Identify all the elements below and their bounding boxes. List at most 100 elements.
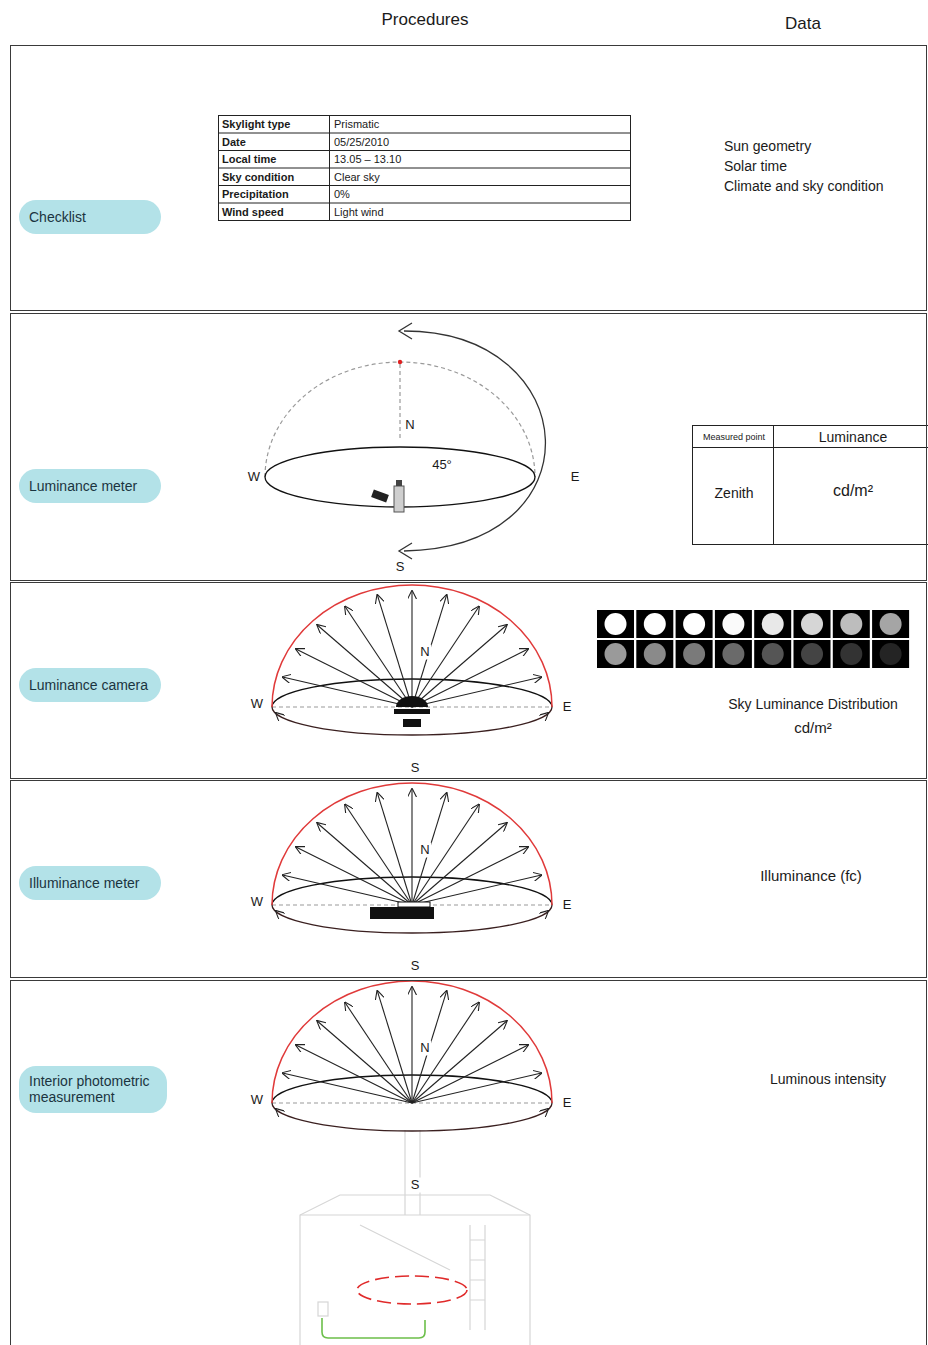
table-cell: Wind speed [222,205,284,218]
procedure-label: Checklist [19,200,161,234]
luminance-sample [833,610,870,638]
data-text: Illuminance (fc) [760,867,862,884]
compass-letter: N [418,1041,431,1056]
compass-letter: W [251,895,263,910]
data-text: Luminous intensity [770,1071,886,1087]
sky-ray [411,987,412,1103]
compass-letter: S [409,1178,422,1193]
sky-ray [412,991,447,1103]
sky-ray [412,607,479,707]
data-text: Climate and sky condition [724,178,884,194]
sky-ray [296,847,412,905]
arrowhead [399,323,412,339]
table-cell: Clear sky [334,170,380,183]
data-text: Zenith [715,485,754,501]
zenith-sweep-figure [265,323,545,559]
procedure-label: Interior photometric measurement [19,1066,167,1113]
sky-dome [272,585,552,707]
procedure-label: Luminance meter [19,469,161,503]
luminance-sample [597,640,634,668]
procedure-name: Luminance camera [29,677,148,693]
luminance-camera-symbol [396,696,428,707]
sky-ray [412,1003,479,1103]
sky-ray [296,1045,412,1103]
zenith-dot [398,360,402,364]
procedure-band: Measured pointLuminanceZenithcd/m²Lumina… [10,313,927,581]
sky-hemisphere [272,981,552,1131]
sky-arc [265,362,535,477]
horizon-front [272,1103,552,1131]
compass-letter: E [563,1096,572,1111]
luminance-sample [872,610,909,638]
zenith-line [399,364,400,440]
luminance-sample [676,640,713,668]
sky-hemisphere [272,585,552,735]
sky-luminance-grid [597,610,909,668]
data-text: Luminance [819,429,888,445]
sky-ray [412,875,541,905]
procedure-band: Luminous intensity Interior photometric m… [10,980,927,1345]
table-cell: 13.05 – 13.10 [334,153,401,166]
procedure-label: Luminance camera [19,668,161,702]
measurement-ring [357,1276,467,1304]
table-cell: Precipitation [222,188,289,201]
luminance-sample [794,610,831,638]
data-text: Sky Luminance Distribution [728,696,898,712]
sky-ray [411,789,412,905]
luminance-camera-symbol [403,719,421,727]
luminance-sample [833,640,870,668]
sky-ray [317,1021,412,1103]
sky-ray [317,823,412,905]
illuminance-sensor [398,902,430,907]
angle-label: 45° [430,458,454,473]
horizon-arrow [412,713,548,735]
sky-ray [345,1003,412,1103]
horizon-arrow [276,713,412,735]
procedure-name: Luminance meter [29,478,137,494]
compass-letter: S [396,560,405,575]
compass-letter: W [251,1093,263,1108]
compass-letter: W [251,697,263,712]
luminance-sample [636,610,673,638]
sky-ray [412,595,447,707]
luminance-sample [676,610,713,638]
luminance-meter-symbol [371,480,404,512]
sky-ray [345,805,412,905]
luminance-sample [754,640,791,668]
luminance-camera-symbol [394,709,430,714]
procedure-band: Sky Luminance Distributioncd/m²Luminance… [10,582,927,779]
sky-ray [377,991,412,1103]
luminance-sample [872,640,909,668]
sky-ray [412,823,507,905]
table-cell: Skylight type [222,118,290,131]
sky-ray [283,1073,412,1103]
luminance-sample [636,640,673,668]
procedure-band: Sun geometrySolar timeClimate and sky co… [10,45,927,311]
compass-letter: W [248,470,260,485]
procedure-label: Illuminance meter [19,866,161,900]
sky-ray [377,595,412,707]
data-text: Solar time [724,158,787,174]
hemisphere-figures [272,585,552,1131]
table-cell: Sky condition [222,170,294,183]
sky-ray [412,805,479,905]
compass-letter: S [409,959,422,974]
procedure-name: Illuminance meter [29,875,140,891]
data-text: Measured point [703,432,765,442]
sensor-cable [322,1318,425,1338]
illuminance-meter-symbol [370,907,434,919]
sky-ray [296,649,412,707]
sky-ray [411,591,412,707]
checklist-table-grid [218,115,631,221]
sky-ray [283,875,412,905]
sky-ray [283,677,412,707]
column-heading: Procedures [382,10,469,30]
procedure-name: Checklist [29,209,86,225]
luminance-sample [794,640,831,668]
luminance-sample [754,610,791,638]
sky-ray [345,607,412,707]
compass-letter: E [571,470,580,485]
sky-ray [412,793,447,905]
sky-hemisphere [272,783,552,933]
